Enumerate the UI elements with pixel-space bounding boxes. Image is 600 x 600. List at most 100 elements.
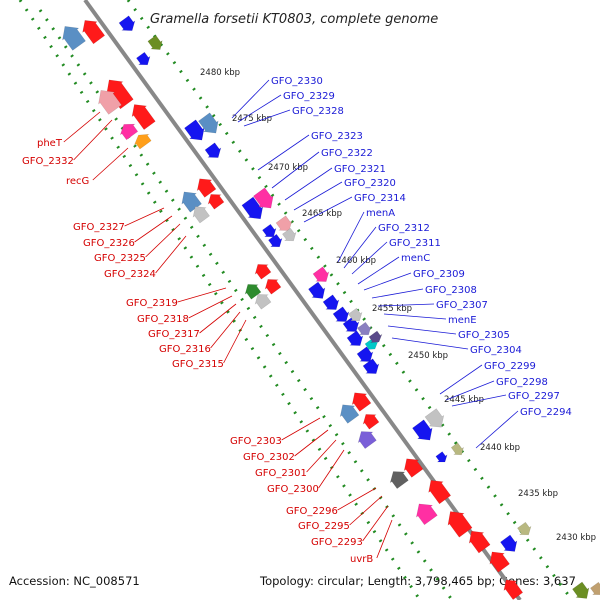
- reverse-gene-label: GFO_2315: [172, 359, 224, 370]
- gene-arrow-shape: [415, 503, 438, 526]
- forward-gene-16: [332, 306, 350, 322]
- reverse-leader-line: [337, 487, 377, 511]
- reverse-leader-line: [199, 303, 237, 334]
- reverse-gene-label: GFO_2293: [311, 537, 363, 548]
- forward-leader-line: [231, 79, 270, 119]
- forward-gene-12: [268, 233, 283, 248]
- reverse-gene-26: [489, 551, 510, 573]
- kbp-tick-label: 2450 kbp: [408, 351, 448, 361]
- gene-arrow-shape: [412, 419, 433, 441]
- forward-gene-9: [275, 215, 293, 231]
- gene-arrow-shape: [435, 451, 448, 463]
- map-title: Gramella forsetii KT0803, complete genom…: [150, 12, 438, 27]
- forward-gene-label: GFO_2328: [292, 106, 344, 117]
- forward-gene-30: [517, 521, 532, 536]
- gene-arrow-shape: [119, 123, 139, 141]
- forward-gene-label: GFO_2329: [283, 91, 335, 102]
- gene-arrow-shape: [241, 196, 264, 220]
- gene-arrow-shape: [362, 358, 380, 374]
- forward-gene-4: [184, 119, 205, 141]
- forward-gene-label: GFO_2298: [496, 377, 548, 388]
- gene-arrow-shape: [356, 346, 374, 362]
- gene-arrow-shape: [447, 511, 473, 538]
- reverse-leader-line: [362, 505, 389, 542]
- forward-leader-line: [357, 256, 400, 285]
- gene-arrow-shape: [351, 392, 372, 412]
- forward-gene-label: menA: [366, 208, 395, 219]
- reverse-gene-label: GFO_2325: [94, 253, 146, 264]
- forward-gene-14: [312, 266, 330, 282]
- forward-leader-line: [383, 313, 447, 320]
- forward-gene-3: [136, 51, 151, 66]
- reverse-leader-line: [318, 449, 345, 489]
- reverse-gene-9: [196, 178, 217, 198]
- forward-leader-line: [293, 181, 343, 211]
- gene-arrow-shape: [308, 281, 326, 299]
- forward-gene-label: GFO_2307: [436, 300, 488, 311]
- forward-gene-2: [147, 35, 163, 50]
- forward-leader-line: [475, 410, 519, 449]
- reverse-gene-18: [362, 414, 380, 430]
- reverse-gene-11: [207, 194, 225, 210]
- gene-arrow-shape: [98, 90, 122, 115]
- forward-gene-22: [368, 330, 383, 343]
- kbp-tick-label: 2430 kbp: [556, 533, 596, 543]
- forward-gene-27: [435, 451, 448, 463]
- reverse-leader-line: [155, 235, 187, 274]
- reverse-gene-label: GFO_2296: [286, 506, 338, 517]
- gene-arrow-shape: [468, 530, 491, 554]
- gene-arrow-shape: [503, 579, 524, 600]
- gene-arrow-shape: [357, 321, 372, 336]
- gene-arrow-shape: [264, 279, 282, 295]
- forward-leader-line: [351, 241, 388, 275]
- genome-backbone: [83, 0, 522, 600]
- forward-gene-10: [282, 227, 297, 242]
- forward-gene-29: [500, 534, 518, 552]
- forward-gene-label: GFO_2304: [470, 345, 522, 356]
- reverse-gene-1: [62, 26, 86, 51]
- forward-leader-line: [451, 394, 507, 407]
- forward-gene-26: [424, 408, 445, 428]
- reverse-gene-23: [428, 480, 452, 505]
- forward-gene-23: [356, 346, 374, 362]
- kbp-tick-label: 2480 kbp: [200, 68, 240, 78]
- kbp-tick-label: 2465 kbp: [302, 209, 342, 219]
- gene-arrow-shape: [332, 306, 350, 322]
- gene-arrow-shape: [244, 284, 262, 300]
- forward-leader-line: [257, 134, 310, 171]
- reverse-leader-line: [306, 439, 337, 473]
- forward-leader-line: [337, 211, 365, 263]
- reverse-leader-line: [188, 295, 233, 319]
- gene-arrow-shape: [253, 187, 274, 209]
- forward-gene-label: GFO_2312: [378, 223, 430, 234]
- reverse-gene-16: [339, 404, 360, 424]
- forward-gene-13: [308, 281, 326, 299]
- forward-leader-line: [237, 94, 282, 123]
- reverse-gene-label: GFO_2317: [148, 329, 200, 340]
- forward-leader-line: [391, 337, 469, 350]
- reverse-leader-line: [177, 287, 227, 303]
- forward-gene-6: [204, 142, 222, 158]
- forward-gene-label: GFO_2320: [344, 178, 396, 189]
- reverse-gene-5: [131, 104, 156, 130]
- reverse-gene-label: pheT: [37, 138, 63, 149]
- reverse-gene-label: GFO_2316: [159, 344, 211, 355]
- reverse-gene-25: [468, 530, 491, 554]
- gene-arrow-shape: [192, 206, 210, 224]
- forward-gene-8: [253, 187, 274, 209]
- forward-gene-label: GFO_2309: [413, 269, 465, 280]
- reverse-gene-label: GFO_2295: [298, 521, 350, 532]
- reverse-gene-label: GFO_2324: [104, 269, 156, 280]
- gene-arrow-shape: [424, 408, 445, 428]
- reverse-gene-10: [192, 206, 210, 224]
- reverse-leader-line: [376, 519, 393, 559]
- reverse-gene-label: recG: [66, 176, 89, 187]
- kbp-tick-label: 2455 kbp: [372, 304, 412, 314]
- forward-gene-label: menE: [448, 315, 477, 326]
- forward-gene-32: [590, 581, 600, 596]
- gene-arrow-shape: [82, 20, 106, 45]
- gene-arrow-shape: [204, 142, 222, 158]
- gene-arrow-shape: [362, 414, 380, 430]
